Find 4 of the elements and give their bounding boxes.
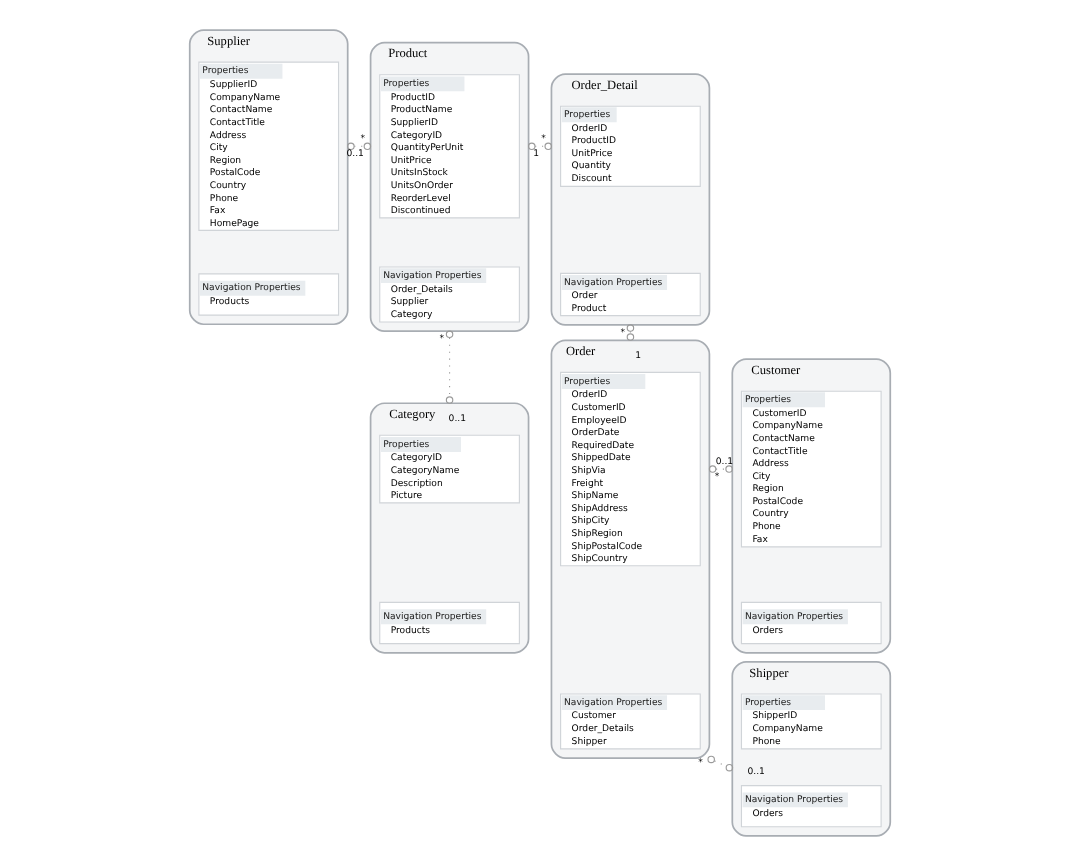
connector xyxy=(626,324,635,341)
connector xyxy=(445,330,454,404)
connector xyxy=(707,755,734,772)
connector xyxy=(708,465,733,473)
